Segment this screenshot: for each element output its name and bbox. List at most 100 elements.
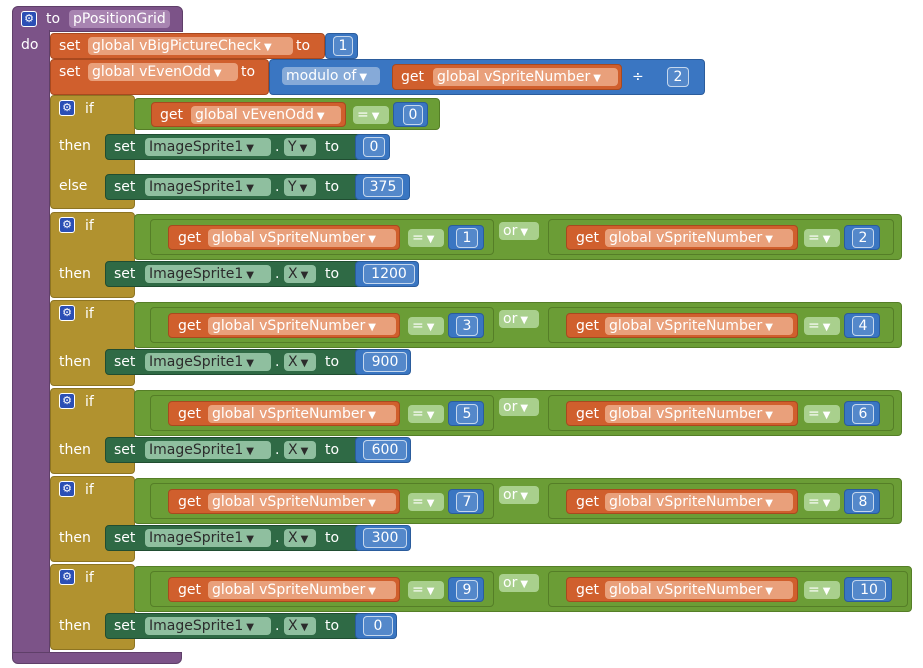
gear-icon[interactable]: ⚙ [21, 11, 37, 27]
property-dropdown[interactable]: Y▼ [284, 138, 316, 156]
component-dropdown[interactable]: ImageSprite1▼ [145, 529, 271, 547]
property-dropdown[interactable]: X▼ [284, 529, 316, 547]
variable-dropdown[interactable]: global vSpriteNumber▼ [605, 493, 793, 511]
property-dropdown[interactable]: X▼ [284, 617, 316, 635]
variable-dropdown[interactable]: global vEvenOdd▼ [88, 63, 238, 81]
chevron-down-icon: ▼ [822, 586, 831, 597]
variable-dropdown[interactable]: global vSpriteNumber▼ [605, 581, 793, 599]
number-block[interactable] [844, 401, 880, 426]
component-name: ImageSprite1 [149, 179, 244, 195]
number-field[interactable]: 0 [403, 105, 423, 125]
logic-operator-dropdown[interactable]: or▼ [499, 574, 539, 592]
component-dropdown[interactable]: ImageSprite1▼ [145, 265, 271, 283]
component-dropdown[interactable]: ImageSprite1▼ [145, 617, 271, 635]
number-field[interactable]: 8 [852, 492, 874, 512]
number-field[interactable]: 10 [852, 580, 886, 600]
gear-icon[interactable]: ⚙ [59, 481, 75, 497]
variable-dropdown[interactable]: global vSpriteNumber▼ [208, 493, 396, 511]
property-dropdown[interactable]: X▼ [284, 353, 316, 371]
compare-operator-dropdown[interactable]: =▼ [408, 581, 444, 599]
number-block[interactable] [448, 225, 484, 250]
property-dropdown[interactable]: Y▼ [284, 178, 316, 196]
chevron-down-icon: ▼ [264, 42, 272, 53]
logic-operator-dropdown[interactable]: or▼ [499, 310, 539, 328]
variable-dropdown[interactable]: global vSpriteNumber▼ [208, 581, 396, 599]
number-field[interactable]: 7 [456, 492, 478, 512]
component-dropdown[interactable]: ImageSprite1▼ [145, 441, 271, 459]
number-block[interactable] [844, 313, 880, 338]
number-field[interactable]: 6 [852, 404, 874, 424]
number-block[interactable] [844, 489, 880, 514]
component-name: ImageSprite1 [149, 442, 244, 458]
chevron-down-icon: ▼ [300, 270, 309, 281]
set-label: set [114, 179, 136, 195]
number-field[interactable]: 300 [363, 528, 407, 548]
number-field[interactable]: 900 [363, 352, 407, 372]
variable-dropdown[interactable]: global vSpriteNumber▼ [605, 229, 793, 247]
compare-operator-dropdown[interactable]: =▼ [804, 317, 840, 335]
variable-dropdown[interactable]: global vSpriteNumber▼ [208, 405, 396, 423]
component-dropdown[interactable]: ImageSprite1▼ [145, 353, 271, 371]
compare-operator-dropdown[interactable]: =▼ [804, 581, 840, 599]
number-field[interactable]: 1200 [363, 264, 415, 284]
number-field[interactable]: 0 [363, 616, 393, 636]
property-name: X [288, 266, 298, 282]
number-field[interactable]: 9 [456, 580, 478, 600]
gear-icon[interactable]: ⚙ [59, 217, 75, 233]
variable-name: global vSpriteNumber [609, 494, 763, 510]
number-field[interactable]: 5 [456, 404, 478, 424]
property-dropdown[interactable]: X▼ [284, 265, 316, 283]
number-field[interactable]: 600 [363, 440, 407, 460]
variable-dropdown[interactable]: global vBigPictureCheck▼ [88, 37, 293, 55]
number-block[interactable] [844, 225, 880, 250]
gear-icon[interactable]: ⚙ [59, 393, 75, 409]
chevron-down-icon: ▼ [300, 622, 309, 633]
number-block[interactable] [448, 313, 484, 338]
variable-dropdown[interactable]: global vSpriteNumber▼ [433, 68, 618, 86]
number-block[interactable] [448, 401, 484, 426]
number-field[interactable]: 0 [363, 137, 385, 157]
math-function-dropdown[interactable]: modulo of▼ [282, 67, 380, 85]
compare-operator-dropdown[interactable]: =▼ [408, 229, 444, 247]
number-field[interactable]: 1 [456, 228, 478, 248]
logic-operator-dropdown[interactable]: or▼ [499, 222, 539, 240]
variable-dropdown[interactable]: global vEvenOdd▼ [191, 106, 341, 124]
variable-dropdown[interactable]: global vSpriteNumber▼ [208, 229, 396, 247]
property-dropdown[interactable]: X▼ [284, 441, 316, 459]
function-name: modulo of [286, 68, 357, 84]
number-field[interactable]: 4 [852, 316, 874, 336]
compare-operator-dropdown[interactable]: =▼ [804, 405, 840, 423]
number-field[interactable]: 1 [333, 36, 353, 56]
compare-operator-dropdown[interactable]: =▼ [804, 229, 840, 247]
component-dropdown[interactable]: ImageSprite1▼ [145, 178, 271, 196]
gear-icon[interactable]: ⚙ [59, 100, 75, 116]
compare-operator-dropdown[interactable]: =▼ [408, 317, 444, 335]
variable-dropdown[interactable]: global vSpriteNumber▼ [208, 317, 396, 335]
number-block[interactable] [448, 577, 484, 602]
number-field[interactable]: 375 [363, 177, 403, 197]
chevron-down-icon: ▼ [765, 234, 773, 245]
number-field[interactable]: 2 [852, 228, 874, 248]
gear-icon[interactable]: ⚙ [59, 305, 75, 321]
operator: or [503, 399, 518, 415]
operator: = [808, 582, 820, 598]
logic-operator-dropdown[interactable]: or▼ [499, 398, 539, 416]
compare-operator-dropdown[interactable]: =▼ [408, 493, 444, 511]
number-block[interactable] [448, 489, 484, 514]
chevron-down-icon: ▼ [368, 410, 376, 421]
logic-operator-dropdown[interactable]: or▼ [499, 486, 539, 504]
chevron-down-icon: ▼ [368, 322, 376, 333]
compare-operator-dropdown[interactable]: =▼ [353, 106, 389, 124]
gear-icon[interactable]: ⚙ [59, 569, 75, 585]
component-dropdown[interactable]: ImageSprite1▼ [145, 138, 271, 156]
number-field[interactable]: 3 [456, 316, 478, 336]
variable-dropdown[interactable]: global vSpriteNumber▼ [605, 405, 793, 423]
procedure-name-field[interactable]: pPositionGrid [69, 10, 170, 28]
compare-operator-dropdown[interactable]: =▼ [408, 405, 444, 423]
chevron-down-icon: ▼ [300, 534, 309, 545]
variable-dropdown[interactable]: global vSpriteNumber▼ [605, 317, 793, 335]
to-label: to [325, 618, 340, 634]
number-field[interactable]: 2 [667, 67, 689, 87]
compare-operator-dropdown[interactable]: =▼ [804, 493, 840, 511]
property-name: X [288, 530, 298, 546]
